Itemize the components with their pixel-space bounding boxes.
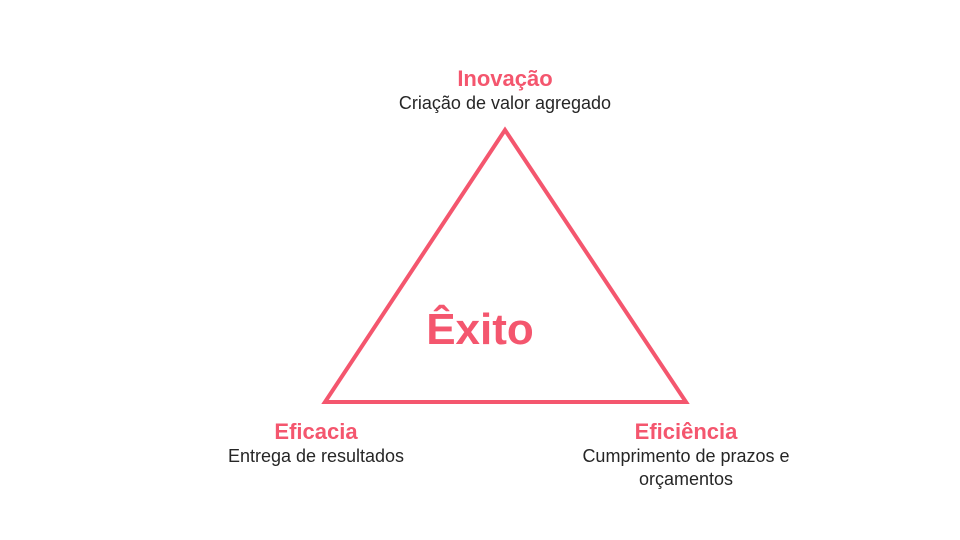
vertex-description-eficiencia: Cumprimento de prazos e orçamentos	[582, 445, 790, 489]
triangle-outline	[321, 126, 690, 404]
vertex-title-inovacao: Inovação	[457, 66, 553, 91]
vertex-description-inovacao: Criação de valor agregado	[398, 92, 612, 113]
vertex-block-top: Inovação Criação de valor agregado	[255, 66, 755, 115]
vertex-title-eficacia: Eficacia	[274, 419, 358, 444]
center-label: Êxito	[426, 305, 534, 354]
vertex-description-eficacia: Entrega de resultados	[227, 445, 405, 466]
vertex-block-bottom-right: Eficiência Cumprimento de prazos e orçam…	[541, 419, 831, 491]
vertex-title-eficiencia: Eficiência	[634, 419, 738, 444]
vertex-block-bottom-left: Eficacia Entrega de resultados	[116, 419, 516, 468]
